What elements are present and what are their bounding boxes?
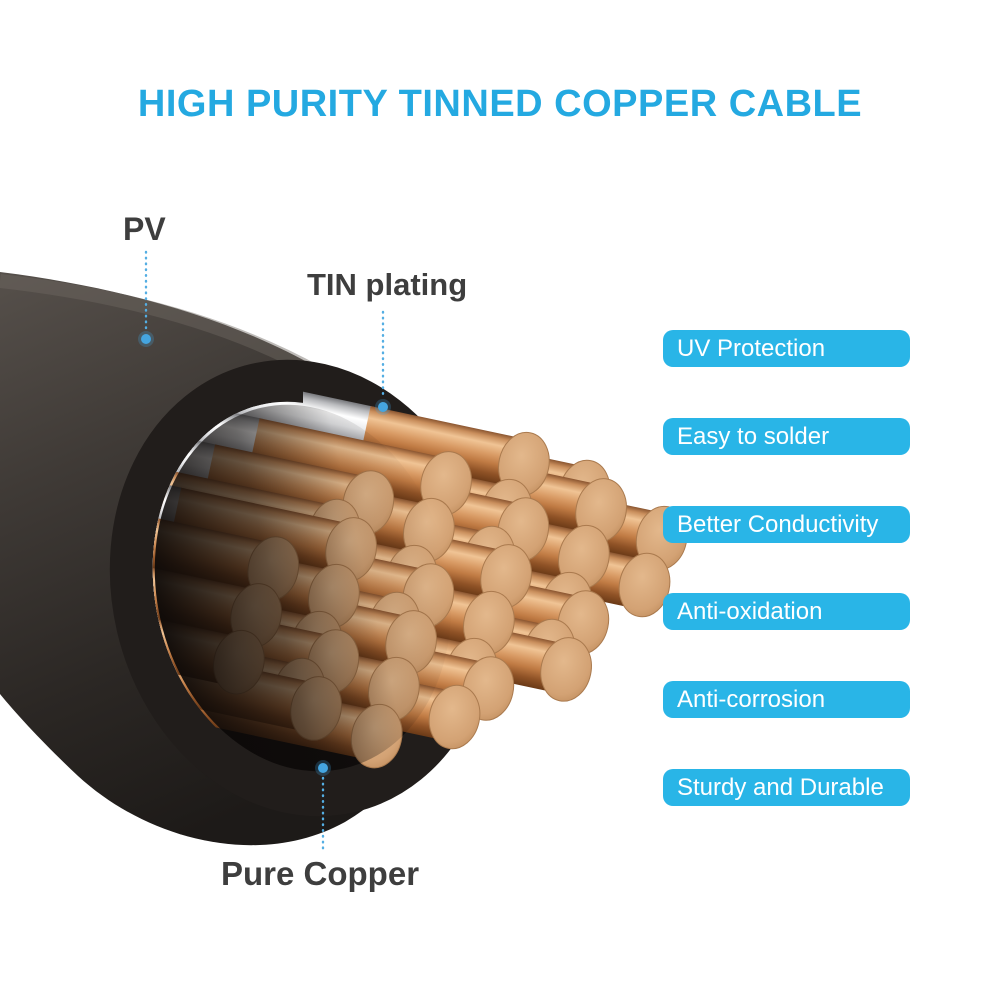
page-title: HIGH PURITY TINNED COPPER CABLE [137, 83, 863, 125]
leader-dot-pv [141, 334, 151, 344]
leader-dots [138, 331, 391, 776]
feature-badge-anti-oxidation: Anti-oxidation [663, 593, 910, 630]
feature-badge-anti-corrosion: Anti-corrosion [663, 681, 910, 718]
leader-dot-tin-plating [378, 402, 388, 412]
feature-badge-sturdy-and-durable: Sturdy and Durable [663, 769, 910, 806]
leader-dot-pure-copper [318, 763, 328, 773]
feature-badge-easy-to-solder: Easy to solder [663, 418, 910, 455]
feature-badge-uv-protection: UV Protection [663, 330, 910, 367]
opening-shadow [154, 404, 452, 772]
label-pure-copper: Pure Copper [221, 855, 420, 892]
label-pv: PV [123, 211, 166, 247]
feature-badge-better-conductivity: Better Conductivity [663, 506, 910, 543]
label-tin-plating: TIN plating [307, 267, 468, 302]
sheath-top-highlight [0, 274, 322, 380]
leader-lines [144, 250, 385, 852]
